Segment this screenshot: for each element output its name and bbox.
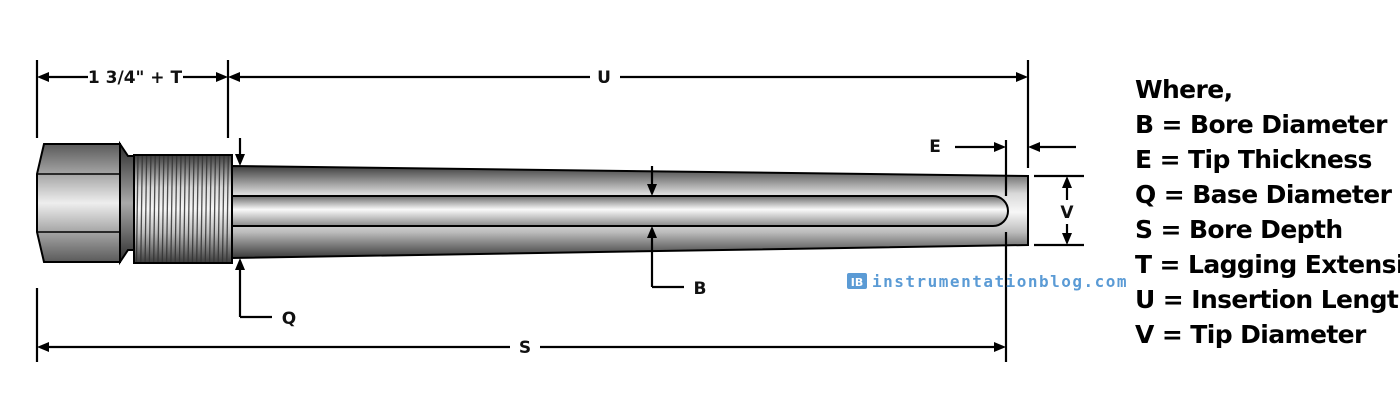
thread-ridge [157, 155, 161, 263]
legend-item-b: B = Bore Diameter [1135, 110, 1387, 139]
thread-ridge [187, 155, 191, 263]
dim-label-v: V [1060, 203, 1074, 223]
thread-ridge [174, 155, 178, 263]
dim-label-s: S [519, 338, 531, 358]
dim-label-u: U [597, 68, 611, 88]
legend-item-e: E = Tip Thickness [1135, 145, 1372, 174]
thread-ridge [144, 155, 148, 263]
legend: Where, B = Bore Diameter E = Tip Thickne… [1135, 72, 1400, 352]
thread-ridge [191, 155, 195, 263]
threaded-section [133, 154, 233, 264]
watermark-logo-text: IB [851, 276, 863, 289]
thread-ridge [165, 155, 169, 263]
thread-ridge [148, 155, 152, 263]
watermark-text: instrumentationblog.com [872, 272, 1128, 291]
thread-ridge [170, 155, 174, 263]
arrowheads [37, 72, 1072, 352]
dim-label-b: B [694, 279, 707, 299]
thread-ridge [217, 155, 221, 263]
dim-label-e: E [929, 137, 941, 157]
thread-ridge [208, 155, 212, 263]
hex-left-face [36, 143, 121, 263]
legend-title: Where, [1135, 75, 1233, 104]
hex-right-face [119, 140, 135, 266]
thread-ridge [153, 155, 156, 263]
bore [231, 195, 1009, 227]
thread-ridge [135, 155, 139, 263]
thread-ridge [226, 155, 229, 263]
legend-item-t: T = Lagging Extension [1135, 250, 1400, 279]
legend-item-v: V = Tip Diameter [1135, 320, 1366, 349]
thread-ridge [213, 155, 217, 263]
thread-ridge [178, 155, 182, 263]
thread-ridge [196, 155, 199, 263]
watermark-logo-icon [847, 273, 867, 289]
thread-ridge [204, 155, 208, 263]
legend-item-q: Q = Base Diameter [1135, 180, 1392, 209]
hex-head [36, 140, 135, 266]
tapered-stem [231, 164, 1029, 260]
legend-item-u: U = Insertion Length [1135, 285, 1400, 314]
thread-ridge [221, 155, 225, 263]
thread-ridge [200, 155, 204, 263]
thread-ridge [161, 155, 165, 263]
thread-ridge [140, 155, 143, 263]
thread-ridge [183, 155, 186, 263]
watermark: IB instrumentationblog.com [847, 272, 1128, 291]
legend-item-s: S = Bore Depth [1135, 215, 1343, 244]
dim-label-lagging: 1 3/4" + T [88, 68, 183, 88]
dim-label-q: Q [282, 309, 296, 329]
